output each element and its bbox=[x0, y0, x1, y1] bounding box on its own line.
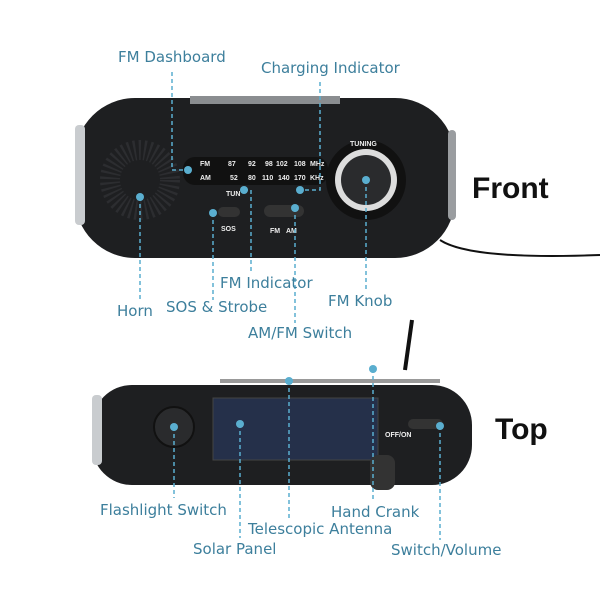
svg-text:TUN: TUN bbox=[226, 191, 240, 198]
svg-text:AM: AM bbox=[200, 175, 211, 182]
label-fm-dashboard: FM Dashboard bbox=[118, 48, 226, 66]
svg-text:OFF/ON: OFF/ON bbox=[385, 432, 411, 439]
svg-text:AM: AM bbox=[286, 228, 297, 235]
svg-text:FM: FM bbox=[270, 228, 280, 235]
svg-text:98: 98 bbox=[265, 161, 273, 168]
horn-grille bbox=[100, 140, 180, 220]
view-top-title: Top bbox=[495, 413, 548, 446]
svg-text:92: 92 bbox=[248, 161, 256, 168]
svg-text:KHz: KHz bbox=[310, 175, 324, 182]
svg-text:108: 108 bbox=[294, 161, 306, 168]
label-am-fm-switch: AM/FM Switch bbox=[248, 324, 353, 342]
svg-text:102: 102 bbox=[276, 161, 288, 168]
label-flashlight-switch: Flashlight Switch bbox=[100, 501, 227, 519]
hand-crank[interactable] bbox=[370, 455, 395, 490]
svg-text:52: 52 bbox=[230, 175, 238, 182]
svg-text:MHz: MHz bbox=[310, 161, 325, 168]
sos-button[interactable] bbox=[218, 207, 240, 217]
label-telescopic-antenna: Telescopic Antenna bbox=[248, 520, 393, 538]
switch-volume[interactable] bbox=[408, 419, 443, 429]
svg-text:110: 110 bbox=[262, 175, 273, 182]
view-front-title: Front bbox=[472, 172, 549, 205]
svg-text:SOS: SOS bbox=[221, 226, 236, 233]
svg-text:87: 87 bbox=[228, 161, 236, 168]
label-solar-panel: Solar Panel bbox=[193, 540, 277, 558]
fm-dashboard bbox=[183, 157, 328, 185]
label-sos-strobe: SOS & Strobe bbox=[166, 298, 268, 316]
label-hand-crank: Hand Crank bbox=[331, 503, 420, 521]
label-fm-knob: FM Knob bbox=[328, 292, 393, 310]
radio-top: OFF/ON bbox=[92, 319, 472, 490]
svg-text:FM: FM bbox=[200, 161, 210, 168]
leader-lines bbox=[139, 72, 441, 540]
label-fm-indicator: FM Indicator bbox=[220, 274, 313, 292]
label-charging-indicator: Charging Indicator bbox=[261, 59, 400, 77]
svg-text:TUNING: TUNING bbox=[350, 141, 377, 148]
svg-text:80: 80 bbox=[248, 175, 256, 182]
label-switch-volume: Switch/Volume bbox=[391, 541, 502, 559]
solar-panel bbox=[212, 397, 379, 461]
label-horn: Horn bbox=[117, 302, 153, 320]
svg-text:140: 140 bbox=[278, 175, 290, 182]
svg-text:170: 170 bbox=[294, 175, 306, 182]
leader-dots bbox=[136, 166, 444, 431]
